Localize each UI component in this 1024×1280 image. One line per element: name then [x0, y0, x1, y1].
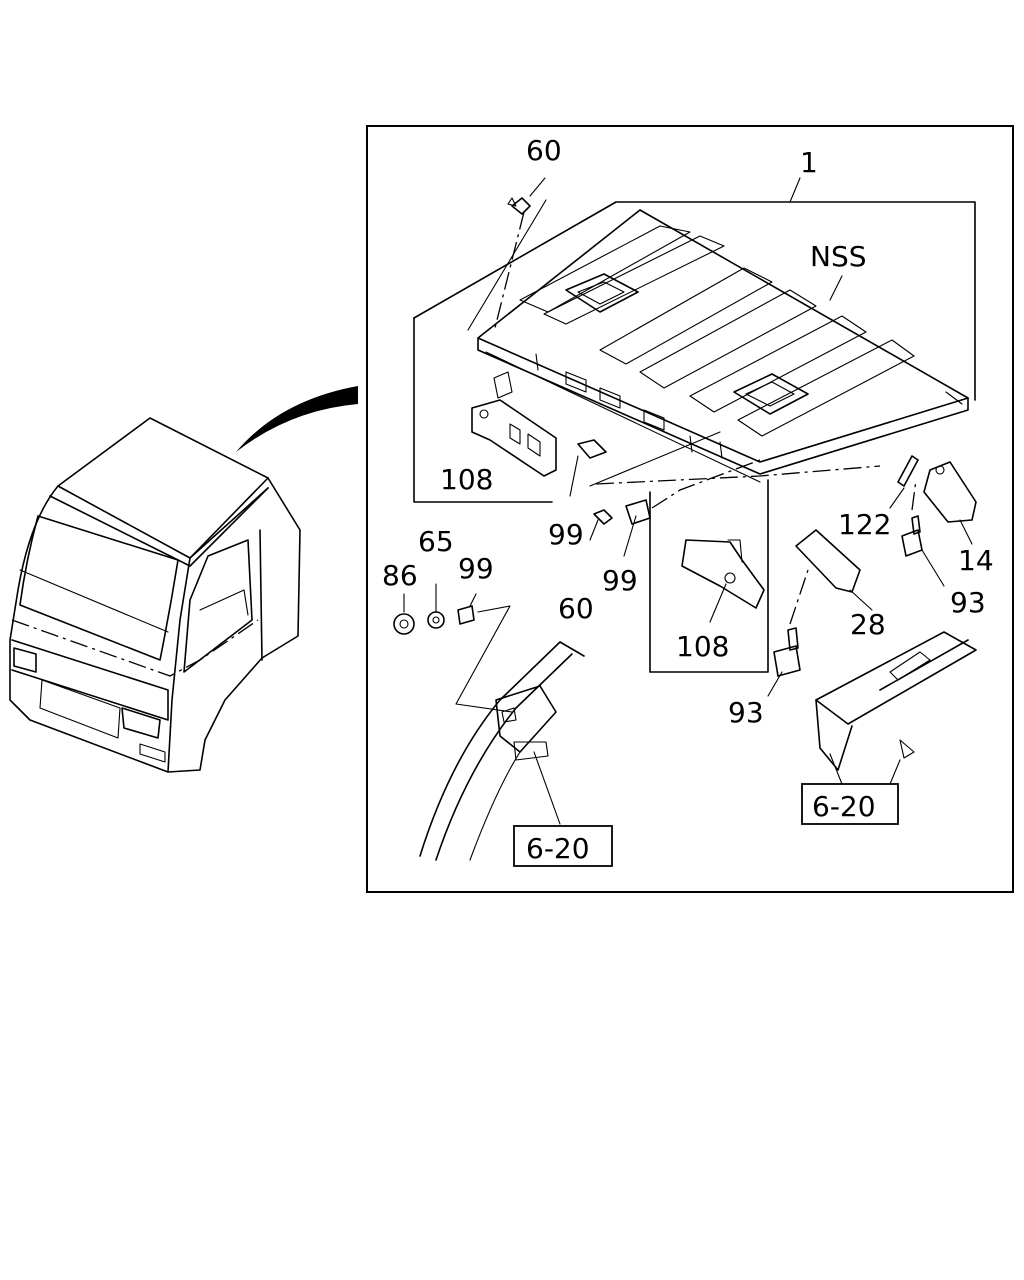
callout-65: 65: [418, 525, 454, 558]
callout-99-left: 99: [458, 552, 494, 585]
clip-nut-99-mid: [625, 499, 651, 525]
clip-nut-99-center: [577, 439, 607, 459]
bracket-28: [795, 529, 861, 593]
grommet-86: [393, 613, 415, 635]
callout-1: 1: [800, 146, 818, 179]
callout-108-left: 108: [440, 463, 493, 496]
detail-frame: [366, 125, 1014, 893]
roof-panel-part-1: [413, 201, 976, 503]
callout-93-lower: 93: [728, 696, 764, 729]
callout-86: 86: [382, 559, 418, 592]
bolt-93-right: [901, 515, 923, 557]
callout-14: 14: [958, 544, 994, 577]
bracket-108-lower: [649, 479, 769, 673]
pin-122: [897, 455, 919, 487]
callout-122: 122: [838, 508, 891, 541]
clip-nut-99-left: [457, 605, 475, 625]
leader-lines: [403, 177, 973, 825]
reference-box-right: 6-20: [801, 783, 899, 825]
bolt-93-lower: [773, 627, 801, 677]
washer-65: [427, 611, 445, 629]
rail-detail-right: [815, 631, 977, 771]
callout-28: 28: [850, 608, 886, 641]
callout-99-mid: 99: [602, 564, 638, 597]
callout-93-right: 93: [950, 586, 986, 619]
reference-label-right: 6-20: [812, 790, 876, 823]
reference-label-left: 6-20: [526, 832, 590, 865]
pillar-detail-left: [419, 641, 585, 861]
hinge-bracket-14: [923, 461, 977, 523]
clip-60-top: [507, 197, 531, 215]
callout-60-mid: 60: [558, 592, 594, 625]
callout-nss: NSS: [810, 240, 867, 273]
callout-99-center: 99: [548, 518, 584, 551]
truck-cab-illustration: [9, 386, 358, 773]
reference-box-left: 6-20: [513, 825, 613, 867]
clip-60-mid: [593, 509, 613, 525]
bracket-108-left: [471, 371, 557, 477]
callout-108-lower: 108: [676, 630, 729, 663]
callout-60-top: 60: [526, 134, 562, 167]
